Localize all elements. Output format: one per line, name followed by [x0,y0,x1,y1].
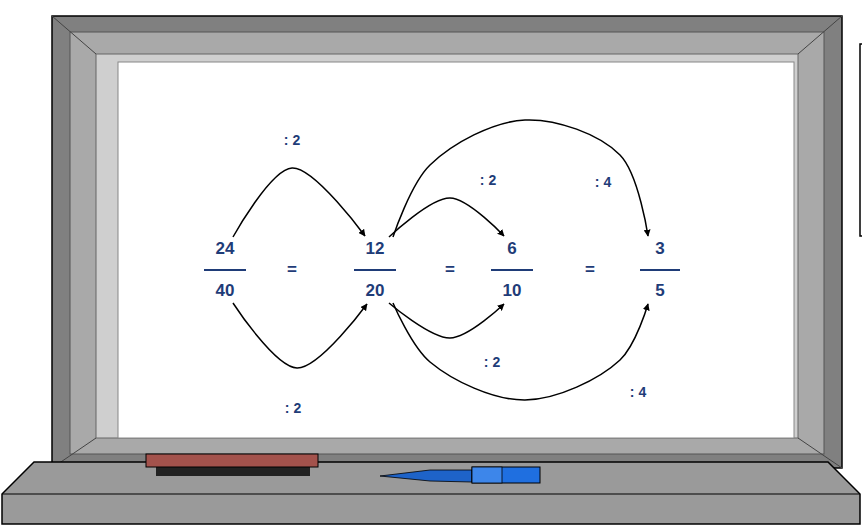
denominator-row: 20 [354,271,397,301]
frame-corner [52,16,96,54]
numerator: 6 [507,239,516,258]
fraction: 35 [640,239,680,301]
equals-sign: = [445,260,455,280]
divisor-label: : 4 [593,174,613,190]
numerator: 12 [366,239,385,258]
divisor-label: : 2 [478,172,498,188]
division-arrow [233,168,365,237]
denominator: 10 [503,281,522,300]
fraction-bar: 3 [640,239,680,271]
fraction-bar: 6 [491,239,534,271]
marker-body [472,467,540,483]
tray-edge [2,494,860,495]
eraser [146,454,318,467]
division-arrow [389,303,504,338]
fraction-bar: 12 [354,239,397,271]
equals-sign: = [287,260,297,280]
board-frame-bevel [70,32,824,454]
board-frame-outer [52,16,842,468]
board-surface [118,62,794,438]
division-arrow [393,303,648,400]
denominator: 40 [216,281,235,300]
denominator-row: 40 [204,271,247,301]
numerator: 24 [216,239,235,258]
divisor-label: : 2 [283,400,303,416]
denominator: 5 [655,281,664,300]
divisor-label: : 4 [628,384,648,400]
fraction: 24 40 [204,239,247,301]
denominator-row: 5 [640,271,680,301]
marker-tip [380,470,472,482]
denominator: 20 [366,281,385,300]
numerator: 3 [655,239,664,258]
cropped-box [860,44,862,236]
frame-corner [798,16,842,54]
fraction-bar: 24 [204,239,247,271]
division-arrow [233,303,367,368]
denominator-row: 10 [491,271,534,301]
marker-cap [472,467,502,483]
fraction: 6 10 [491,239,534,301]
division-arrow [393,120,648,237]
equals-sign: = [585,260,595,280]
fraction: 12 20 [354,239,397,301]
divisor-label: : 2 [282,132,302,148]
board-frame-inner [96,54,798,438]
divisor-label: : 2 [482,354,502,370]
board-tray [2,462,860,524]
